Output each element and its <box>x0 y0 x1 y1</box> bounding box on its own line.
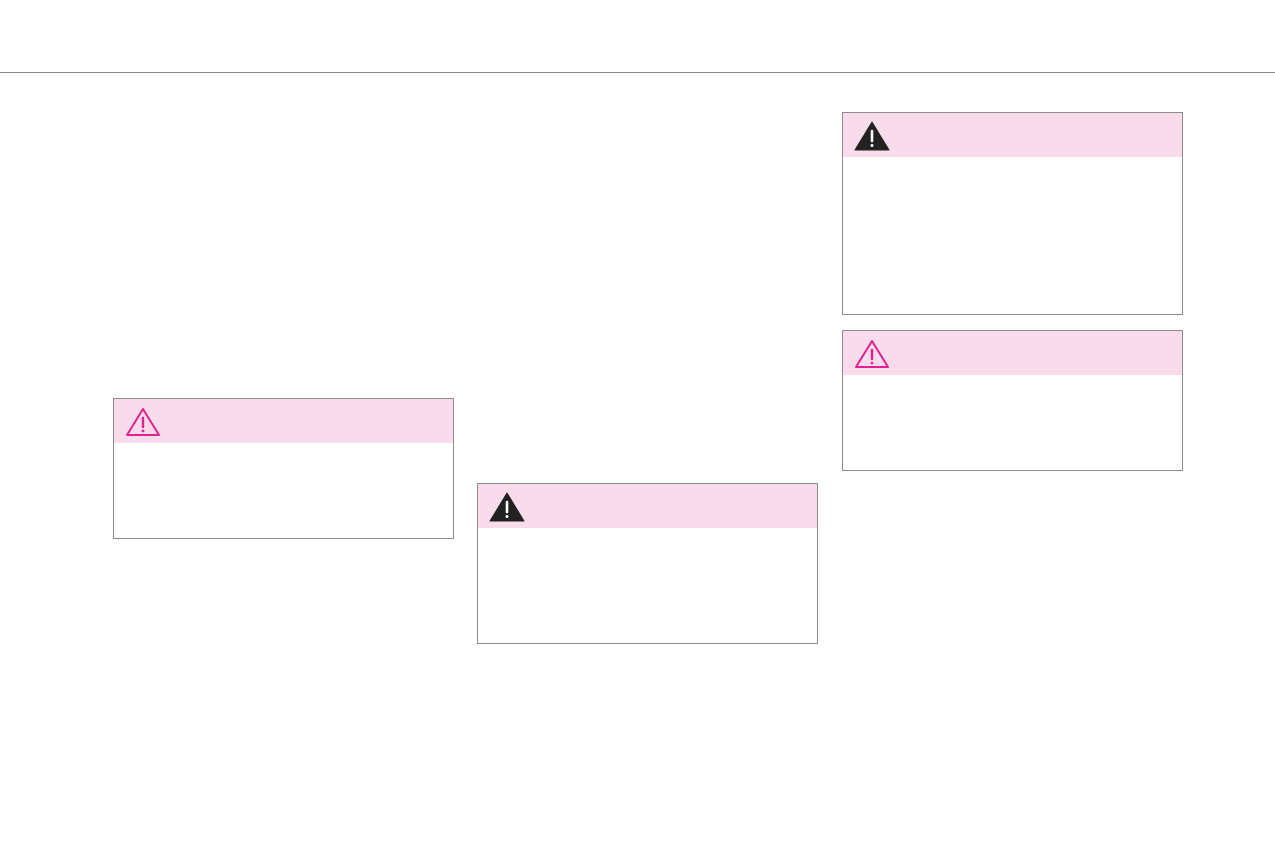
caution-notice-box <box>842 330 1183 471</box>
notice-text <box>114 443 453 459</box>
caution-notice-box <box>113 398 454 539</box>
notice-header <box>843 331 1182 375</box>
warning-notice-box <box>477 483 818 644</box>
notice-body <box>114 443 453 538</box>
caution-outline-icon <box>126 408 160 436</box>
warning-filled-icon <box>489 492 525 522</box>
warning-filled-icon <box>854 121 890 151</box>
notice-body <box>478 528 817 643</box>
notice-text <box>478 528 817 544</box>
caution-outline-icon <box>855 340 889 368</box>
notice-text <box>843 157 1182 173</box>
notice-header <box>478 484 817 528</box>
notice-header <box>114 399 453 443</box>
notice-body <box>843 157 1182 314</box>
notice-body <box>843 375 1182 470</box>
header-rule <box>0 72 1275 73</box>
notice-header <box>843 113 1182 157</box>
warning-notice-box <box>842 112 1183 315</box>
notice-text <box>843 375 1182 391</box>
